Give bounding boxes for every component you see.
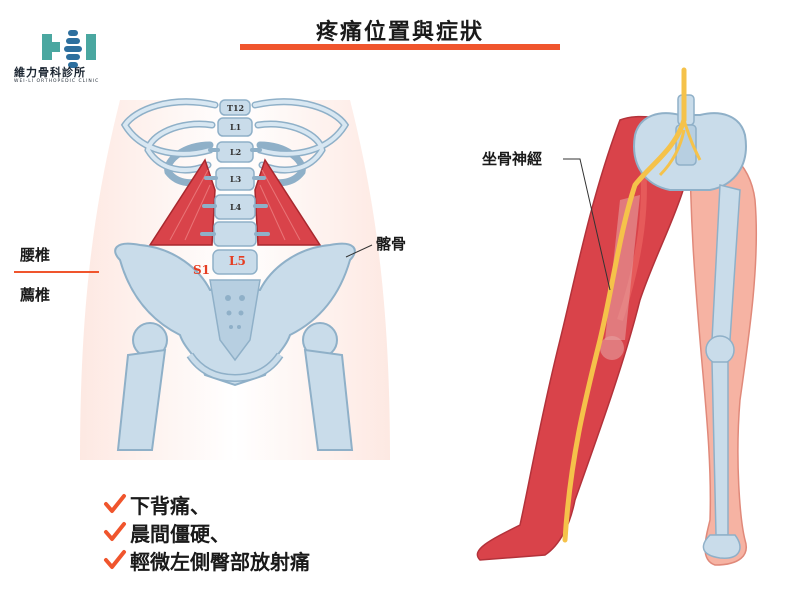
vertebra-label: L4: [230, 202, 242, 212]
vertebra-label: T12: [227, 103, 245, 113]
l5-label: L5: [229, 254, 246, 268]
title-underline: [240, 44, 560, 50]
sciatic-label: 坐骨神經: [482, 150, 543, 168]
symptom-item: 輕微左側臀部放射痛: [104, 547, 310, 574]
clinic-name: 維力骨科診所: [14, 66, 86, 79]
sciatic-callout-line: [563, 158, 611, 291]
vertebra-label: L2: [230, 147, 242, 157]
clinic-subtitle: WEI-LI ORTHOPEDIC CLINIC: [14, 79, 100, 84]
vertebrae-stack: [212, 99, 258, 275]
vertebra-label: L1: [230, 122, 242, 132]
ilium-callout-line: [345, 244, 373, 258]
symptom-item: 下背痛、: [104, 491, 210, 518]
sacrum: [209, 279, 261, 362]
femur-right: [303, 348, 354, 451]
check-icons: [104, 494, 126, 569]
lumbar-label: 腰椎: [20, 246, 51, 264]
symptom-text: 輕微左側臀部放射痛: [130, 549, 310, 574]
check-icon: [104, 494, 126, 513]
vertebra-label: L3: [230, 174, 242, 184]
rib-cage-fill: [122, 99, 348, 172]
symptom-text: 下背痛、: [130, 493, 210, 518]
page-title: 疼痛位置與症狀: [315, 20, 484, 45]
sacral-label: 薦椎: [20, 286, 51, 304]
s1-label: S1: [193, 263, 211, 277]
clinic-logo-icon: [42, 30, 96, 68]
femur-left: [116, 348, 167, 451]
check-icon: [104, 550, 126, 569]
symptom-text: 晨間僵硬、: [130, 521, 230, 546]
sciatic-nerve: [562, 67, 687, 543]
check-icon: [104, 522, 126, 541]
lumbar-sacral-divider: [14, 271, 99, 273]
ilium-label: 髂骨: [376, 235, 407, 253]
symptom-item: 晨間僵硬、: [104, 519, 230, 546]
